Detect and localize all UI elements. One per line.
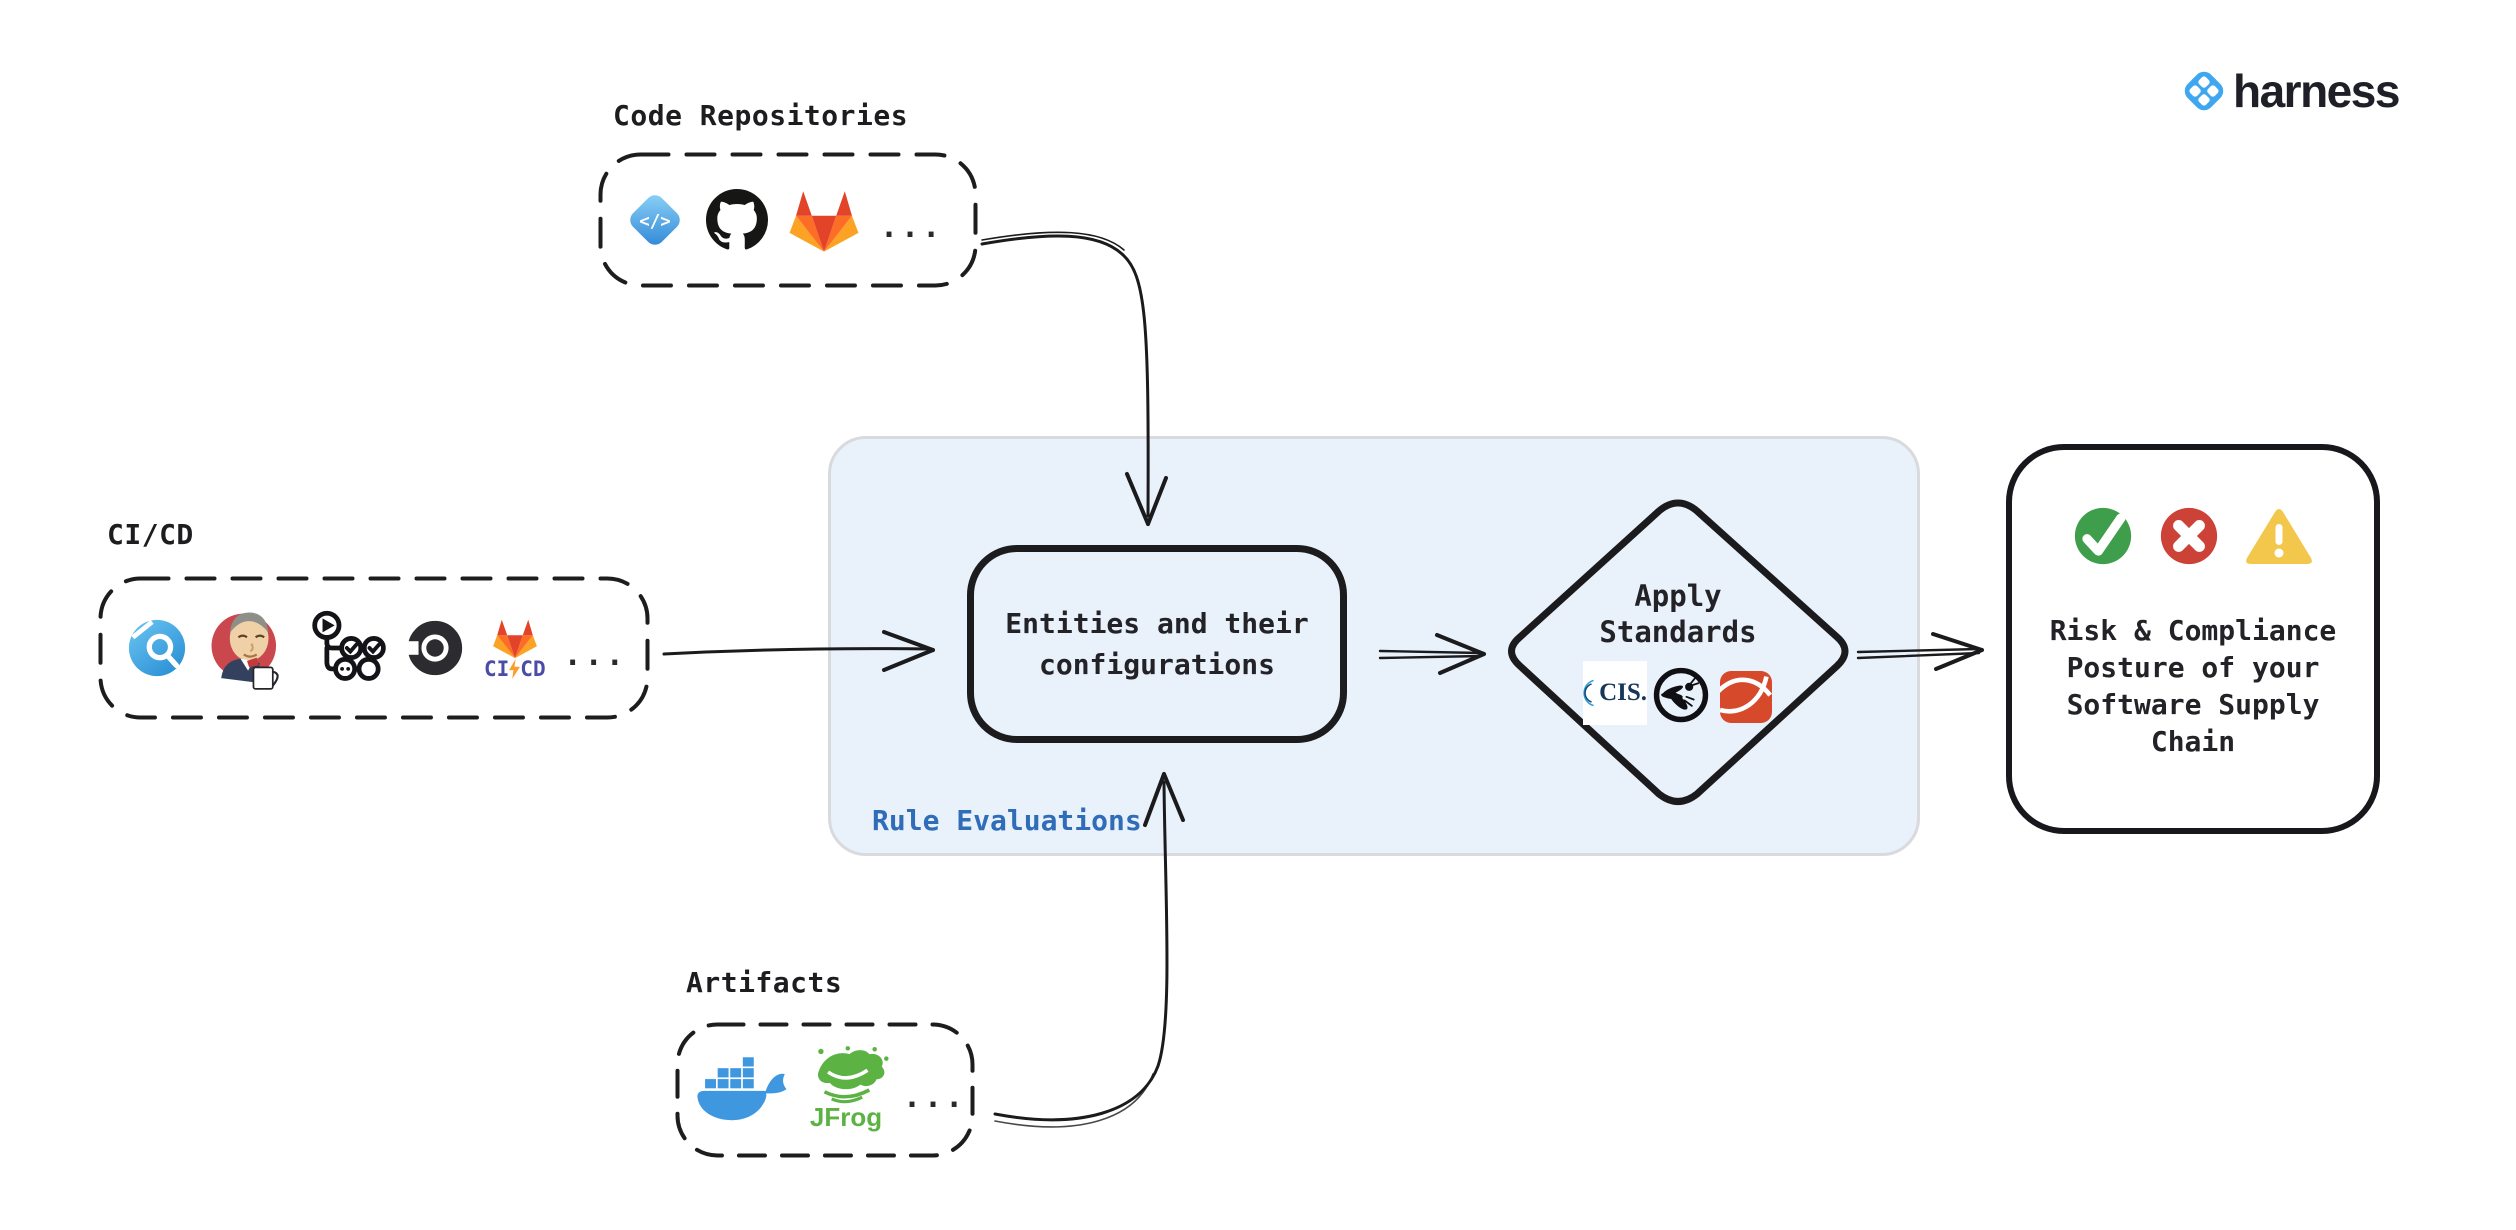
- status-icons-row: [2012, 506, 2374, 566]
- outcome-text: Risk & Compliance Posture of your Softwa…: [2049, 614, 2337, 758]
- red-swirl-icon: [1720, 671, 1772, 723]
- owasp-icon: [1652, 666, 1710, 724]
- cicd-label: CI/CD: [107, 518, 194, 551]
- arrow-entities-to-diamond: [1378, 633, 1486, 675]
- svg-text:JFrog: JFrog: [810, 1102, 882, 1132]
- brand-wordmark: harness: [2233, 65, 2400, 117]
- github-icon: [706, 189, 768, 251]
- jfrog-icon: JFrog: [803, 1046, 889, 1134]
- cis-text: CIS.: [1599, 679, 1647, 706]
- code-repositories-box: </> ...: [598, 152, 978, 288]
- apply-standards-text: Apply Standards: [1599, 579, 1757, 649]
- code-repositories-label: Code Repositories: [613, 99, 909, 132]
- artifacts-box: JFrog ...: [675, 1022, 975, 1158]
- docker-icon: [695, 1053, 789, 1127]
- arrow-diamond-to-outcome: [1856, 632, 1984, 671]
- gitlab-icon: [788, 187, 860, 253]
- more-ellipsis: ...: [903, 1080, 967, 1115]
- harness-mark-icon: [2181, 68, 2227, 114]
- cross-icon: [2159, 506, 2219, 566]
- arrow-artifacts-to-entities: [993, 772, 1185, 1128]
- jenkins-icon: [206, 605, 288, 691]
- harness-ci-icon: [126, 617, 188, 679]
- circleci-icon: [404, 617, 466, 679]
- rule-evaluations-label: Rule Evaluations: [872, 804, 1142, 837]
- more-ellipsis: ...: [563, 638, 627, 673]
- more-ellipsis: ...: [880, 210, 944, 245]
- check-icon: [2073, 506, 2133, 566]
- arrow-code-repos-to-entities: [980, 231, 1168, 526]
- svg-text:</>: </>: [639, 212, 670, 232]
- artifacts-label: Artifacts: [686, 966, 843, 999]
- pipeline-icon: [306, 608, 386, 688]
- gitlab-cicd-text-cd: CD: [520, 656, 546, 681]
- gitlab-cicd-icon: CI CD: [484, 617, 546, 680]
- warning-icon: [2245, 506, 2313, 566]
- arrow-cicd-to-entities: [662, 630, 935, 672]
- cicd-box: CI CD ...: [98, 576, 650, 720]
- rule-evaluations-container: [828, 436, 1920, 856]
- entities-text: Entities and their configurations: [1005, 607, 1309, 681]
- entities-box: Entities and their configurations: [967, 545, 1347, 743]
- outcome-box: Risk & Compliance Posture of your Softwa…: [2006, 444, 2380, 834]
- lightning-bolt-icon: [509, 659, 521, 679]
- cis-icon: CIS.: [1583, 661, 1647, 725]
- brand-logo: harness: [2181, 64, 2400, 118]
- code-diamond-icon: </>: [624, 189, 686, 251]
- apply-standards-diamond: [1508, 499, 1849, 805]
- gitlab-cicd-text-ci: CI: [484, 656, 510, 681]
